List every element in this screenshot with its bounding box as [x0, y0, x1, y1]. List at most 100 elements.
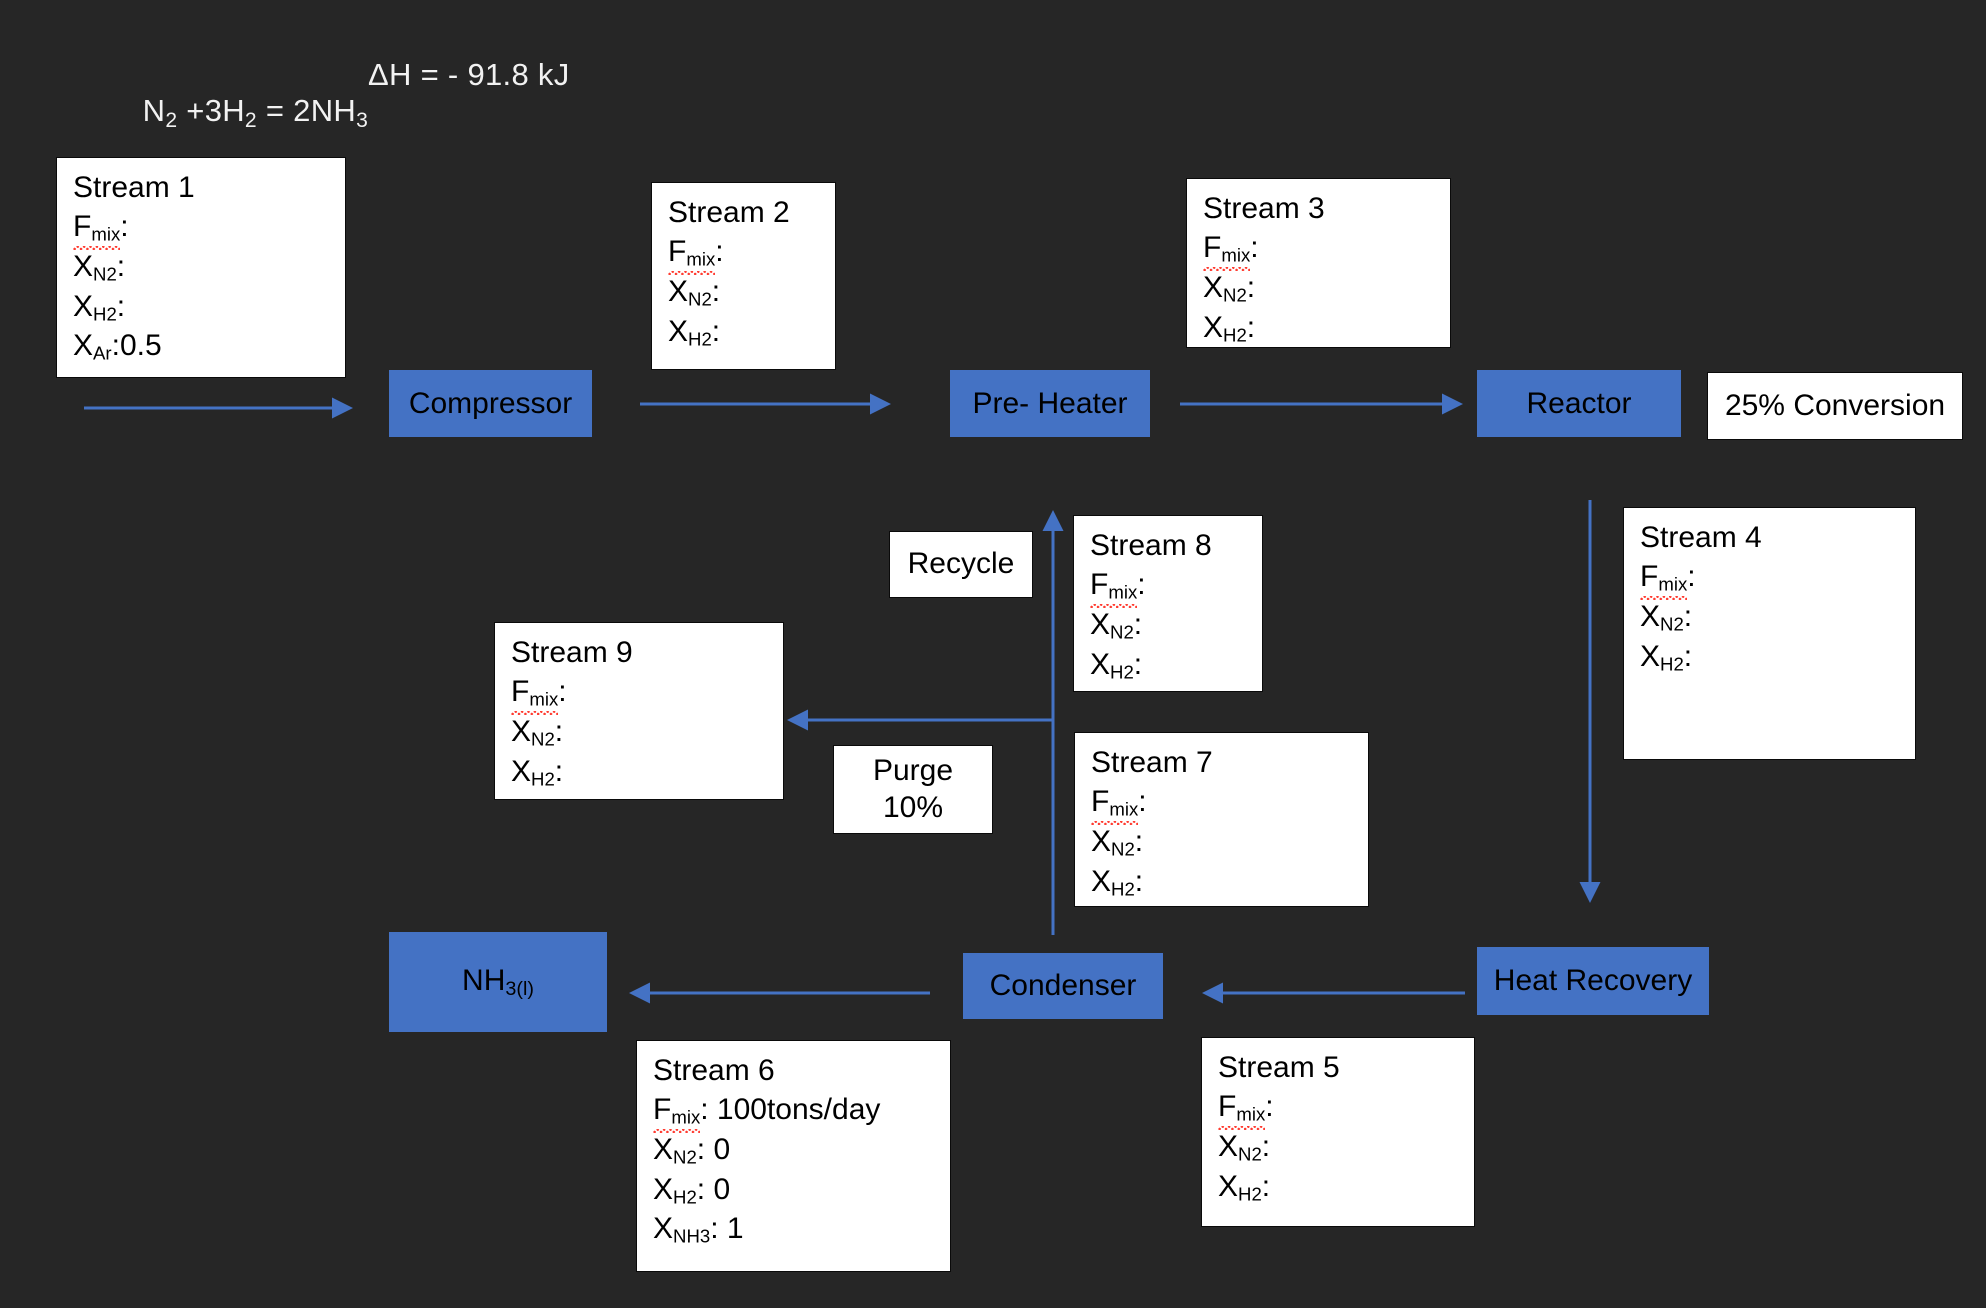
stream-property-symbol: XN2: [668, 274, 712, 310]
stream-property-value: :: [554, 754, 564, 788]
stream-property-row: XH2:: [1640, 637, 1899, 677]
stream-property-symbol: XN2: [1640, 599, 1684, 635]
stream-property-value: :0.5: [111, 329, 162, 363]
stream-property-symbol: XH2: [511, 754, 555, 790]
stream-property-value: :: [1683, 599, 1693, 633]
stream-property-row: Fmix:: [1640, 557, 1899, 600]
stream-property-value: :: [1687, 560, 1696, 593]
stream-property-value: :: [1246, 270, 1256, 304]
stream-property-symbol: XNH3: [653, 1212, 711, 1248]
stream-property-row: Fmix:: [1090, 565, 1246, 608]
stream-title: Stream 2: [668, 196, 790, 229]
stream-property-value: : 1: [710, 1212, 744, 1246]
purge-label: Purge: [872, 753, 954, 787]
stream-property-row: XAr:0.5: [73, 326, 329, 366]
stream-property-value: :: [711, 314, 721, 348]
stream-property-row: Fmix:: [1091, 782, 1352, 825]
stream-property-value: :: [1683, 639, 1693, 673]
unit-condenser[interactable]: Condenser: [963, 953, 1163, 1019]
stream-property-symbol: XH2: [1640, 639, 1684, 675]
stream-property-symbol: XN2: [653, 1132, 697, 1168]
stream-property-row: XNH3: 1: [653, 1209, 934, 1249]
stream-property-value: :: [1138, 785, 1147, 818]
stream-property-symbol: XH2: [1091, 864, 1135, 900]
stream-property-row: XN2:: [73, 247, 329, 287]
stream-property-row: XH2:: [1091, 862, 1352, 902]
stream-property-value: :: [715, 235, 724, 268]
stream-title: Stream 4: [1640, 521, 1762, 554]
stream-property-value: :: [116, 289, 126, 323]
recycle-label: Recycle: [907, 547, 1015, 581]
stream-title: Stream 9: [511, 636, 633, 669]
stream-title: Stream 7: [1091, 746, 1213, 779]
stream-property-value: :: [120, 210, 129, 243]
stream-property-symbol: XN2: [511, 714, 555, 750]
stream-property-value: :: [1133, 647, 1143, 681]
stream-property-symbol: XH2: [1218, 1169, 1262, 1205]
stream-property-symbol: Fmix: [1091, 782, 1139, 825]
stream-property-row: Fmix:: [511, 672, 767, 715]
stream-property-symbol: Fmix: [1090, 565, 1138, 608]
stream-title: Stream 5: [1218, 1051, 1340, 1084]
stream-property-value: : 0: [696, 1172, 731, 1206]
ammonia-formula: NH3(l): [462, 963, 534, 1000]
stream-property-symbol: Fmix: [511, 672, 559, 715]
stream-property-row: XH2:: [511, 752, 767, 792]
stream-property-symbol: Fmix: [1640, 557, 1688, 600]
stream-property-symbol: XH2: [73, 289, 117, 325]
stream-property-symbol: Fmix: [73, 207, 121, 250]
stream-property-value: :: [1134, 824, 1144, 858]
stream-property-value: : 100tons/day: [700, 1093, 881, 1126]
stream-property-row: XH2:: [73, 287, 329, 327]
stream-property-value: :: [116, 249, 126, 283]
stream-property-row: Fmix:: [1203, 228, 1434, 271]
stream-title: Stream 8: [1090, 529, 1212, 562]
stream-property-value: :: [1250, 231, 1259, 264]
stream-property-row: XH2:: [1090, 645, 1246, 685]
stream-property-row: XN2: 0: [653, 1130, 934, 1170]
stream-title: Stream 6: [653, 1054, 775, 1087]
stream-property-row: XN2:: [1090, 605, 1246, 645]
stream-property-value: :: [711, 274, 721, 308]
stream-property-row: Fmix:: [1218, 1087, 1458, 1130]
reaction-enthalpy: ΔH = - 91.8 kJ: [368, 57, 570, 92]
stream-property-symbol: XN2: [1218, 1129, 1262, 1165]
stream-property-value: :: [554, 714, 564, 748]
stream-property-row: Fmix:: [668, 232, 819, 275]
stream-property-symbol: XH2: [668, 314, 712, 350]
stream-property-symbol: Fmix: [1218, 1087, 1266, 1130]
reaction-equation-lhs: N2 +3H2 = 2NH3: [142, 93, 369, 132]
stream-property-symbol: XH2: [1203, 310, 1247, 346]
stream-property-value: :: [1133, 607, 1143, 641]
unit-compressor[interactable]: Compressor: [389, 370, 592, 437]
unit-heat-recovery[interactable]: Heat Recovery: [1477, 947, 1709, 1015]
unit-ammonia-product[interactable]: NH3(l): [389, 932, 607, 1032]
stream-property-row: XH2:: [1218, 1167, 1458, 1207]
stream-property-value: :: [1265, 1090, 1274, 1123]
stream-property-row: Fmix:: [73, 207, 329, 250]
stream-property-symbol: Fmix: [653, 1090, 701, 1133]
stream-property-symbol: XN2: [73, 249, 117, 285]
note-box-recycle: Recycle: [889, 531, 1033, 598]
stream-property-value: :: [1134, 864, 1144, 898]
stream-property-symbol: XN2: [1091, 824, 1135, 860]
stream-property-row: XN2:: [668, 272, 819, 312]
stream-property-row: Fmix: 100tons/day: [653, 1090, 934, 1133]
unit-preheater[interactable]: Pre- Heater: [950, 370, 1150, 437]
stream-property-row: XH2: 0: [653, 1170, 934, 1210]
stream-property-symbol: XAr: [73, 329, 112, 365]
stream-property-symbol: XH2: [1090, 647, 1134, 683]
unit-reactor[interactable]: Reactor: [1477, 370, 1681, 437]
stream-property-value: :: [1261, 1169, 1271, 1203]
stream-property-value: : 0: [696, 1132, 731, 1166]
